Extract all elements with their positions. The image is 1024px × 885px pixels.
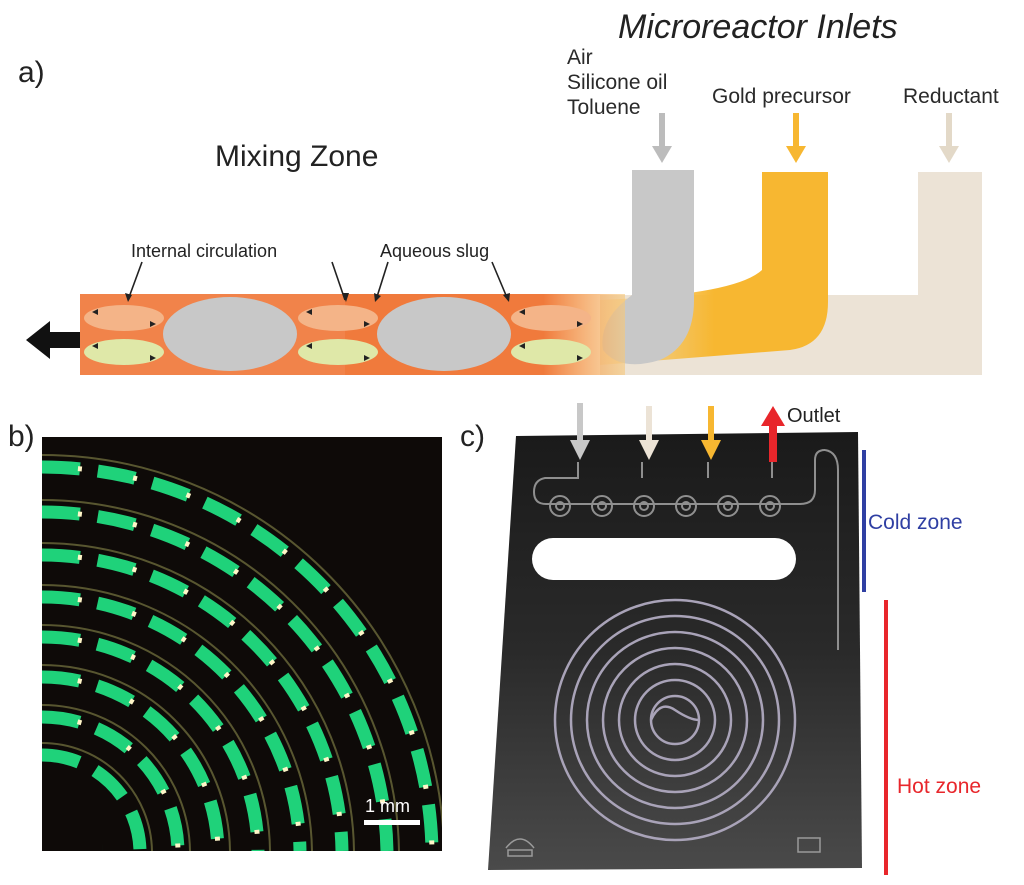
bright-interfaces xyxy=(42,464,435,851)
channel-walls xyxy=(42,454,442,851)
panel-b-letter: b) xyxy=(8,420,35,453)
hot-zone-label: Hot zone xyxy=(897,775,982,798)
outlet-label: Outlet xyxy=(787,405,841,427)
chip-arrow-grey xyxy=(570,403,590,460)
cold-zone-label: Cold zone xyxy=(868,511,963,534)
mixing-zone-title: Mixing Zone xyxy=(215,140,379,173)
chip-arrow-reductant xyxy=(639,406,659,460)
gas-slug xyxy=(163,297,297,371)
inlet-1-line-air: Air xyxy=(567,46,593,69)
scale-bar-label: 1 mm xyxy=(365,796,410,816)
inlet-arrow-gold xyxy=(786,113,806,163)
mixer-channels xyxy=(532,449,839,650)
organic-droplets xyxy=(84,305,591,365)
chip-window xyxy=(532,538,796,580)
panel-a-letter: a) xyxy=(18,56,45,89)
channel-arcs xyxy=(42,460,439,851)
inlet-1-line-silicone-oil: Silicone oil xyxy=(567,71,668,94)
inlet-1-line-toluene: Toluene xyxy=(567,96,641,119)
hot-zone-bar xyxy=(884,600,888,875)
outlet-arrow-red xyxy=(761,406,785,462)
gas-inlet-channel xyxy=(602,170,694,365)
gas-slug xyxy=(377,297,511,371)
reductant-label: Reductant xyxy=(903,85,999,108)
inlet-arrow-reductant xyxy=(939,113,959,163)
internal-circulation-label: Internal circulation xyxy=(131,241,278,261)
reaction-spiral xyxy=(553,598,797,842)
microreactor-schematic xyxy=(26,113,982,375)
chip-inlet-arrows xyxy=(570,403,785,462)
chip-arrow-gold xyxy=(701,406,721,460)
circulation-arrowheads xyxy=(92,309,583,361)
chip-plate xyxy=(488,432,862,870)
microreactor-chip-photo xyxy=(488,432,862,870)
fluorescence-micrograph xyxy=(42,437,442,851)
panel-c-letter: c) xyxy=(460,420,485,453)
cold-zone-bar xyxy=(862,450,866,592)
microreactor-inlets-title: Microreactor Inlets xyxy=(618,8,898,46)
chip-logos xyxy=(505,837,821,857)
scale-bar xyxy=(364,820,420,825)
inlet-1-label: Air Silicone oil Toluene xyxy=(567,45,667,120)
gold-precursor-label: Gold precursor xyxy=(712,85,851,108)
aqueous-slug-label: Aqueous slug xyxy=(380,241,490,261)
outlet-arrow-left xyxy=(26,321,80,359)
inlet-arrow-grey xyxy=(652,113,672,163)
